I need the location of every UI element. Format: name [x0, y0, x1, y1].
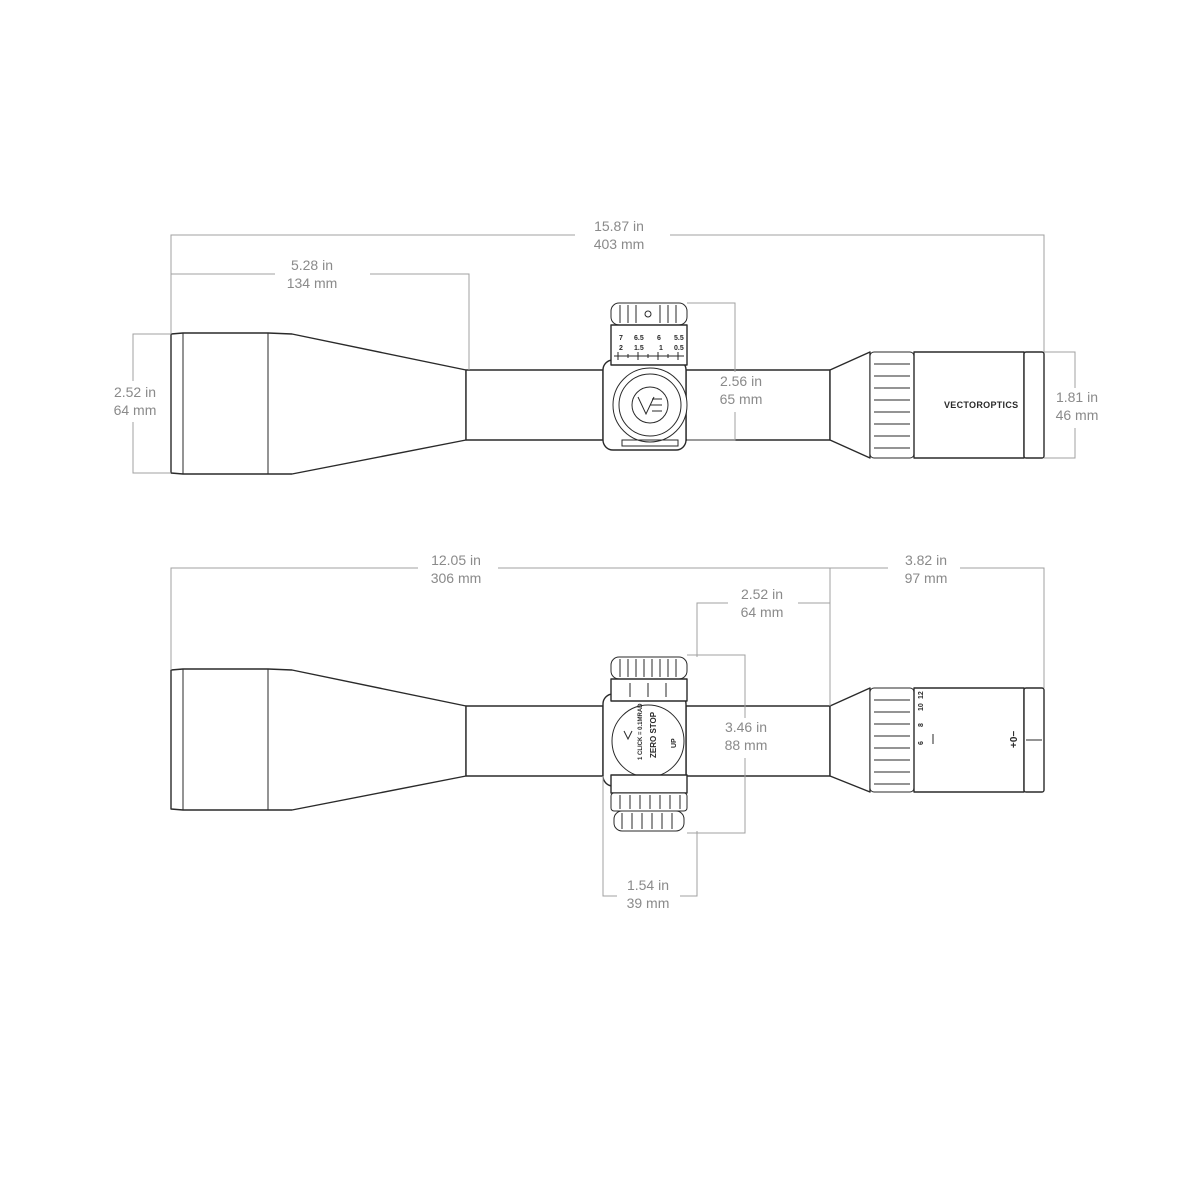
brand-logo-icon	[637, 396, 662, 416]
dim-turret-to-eyepiece-in: 2.52 in	[741, 586, 783, 602]
side-scale-top-2: 6	[657, 335, 661, 342]
dim-front-to-eyepiece-in: 12.05 in	[431, 552, 481, 568]
dial-up-label: UP	[671, 738, 678, 748]
dial-line-0: 1 CLICK = 0.1MRAD	[638, 703, 644, 760]
mag-6: 6	[918, 741, 925, 745]
dim-turret-span-mm: 88 mm	[725, 737, 768, 753]
eyepiece-body-bottom	[913, 687, 1025, 793]
side-scale-top-3: 5.5	[674, 335, 684, 342]
lower-turret-bottom	[610, 792, 688, 812]
scope-bottom-view: 1 CLICK = 0.1MRAD ZERO STOP UP 6	[170, 656, 1045, 832]
dim-objective-length-mm: 134 mm	[287, 275, 338, 291]
mag-10: 10	[918, 703, 925, 711]
side-scale-top-0: 7	[619, 335, 623, 342]
dim-eyepiece-diameter-mm: 46 mm	[1056, 407, 1099, 423]
eyepiece-body-top	[913, 351, 1025, 459]
eyepiece-end-top	[1023, 351, 1045, 459]
dim-front-to-eyepiece-mm: 306 mm	[431, 570, 482, 586]
side-scale-bottom-2: 1	[659, 345, 663, 352]
diopter-mark: +0−	[1009, 731, 1020, 748]
objective-bell-bottom	[170, 668, 467, 811]
dim-turret-span-in: 3.46 in	[725, 719, 767, 735]
main-tube-bottom	[465, 705, 604, 777]
mag-8: 8	[918, 723, 925, 727]
dim-objective-diameter-mm: 64 mm	[114, 402, 157, 418]
dim-turret-width-mm: 39 mm	[627, 895, 670, 911]
dim-eyepiece-diameter-in: 1.81 in	[1056, 389, 1098, 405]
dimension-lines	[132, 234, 1076, 897]
dim-turret-height-mm: 65 mm	[720, 391, 763, 407]
brand-label: VECTOROPTICS	[944, 400, 1018, 410]
objective-bell-top	[170, 332, 467, 475]
dial-line-1: ZERO STOP	[649, 711, 658, 758]
magnification-ring-top	[869, 351, 915, 459]
dim-turret-height-in: 2.56 in	[720, 373, 762, 389]
eyepiece-taper-top	[829, 351, 871, 459]
dim-eyepiece-length-in: 3.82 in	[905, 552, 947, 568]
dim-turret-to-eyepiece-mm: 64 mm	[741, 604, 784, 620]
side-scale-bottom-1: 1.5	[634, 345, 644, 352]
side-scale-bottom-3: 0.5	[674, 345, 684, 352]
eyepiece-taper-bottom	[829, 687, 871, 793]
dim-eyepiece-length-mm: 97 mm	[905, 570, 948, 586]
mag-12: 12	[918, 691, 925, 699]
side-scale-bottom-0: 2	[619, 345, 623, 352]
side-scale-top-1: 6.5	[634, 335, 644, 342]
main-tube-top	[465, 369, 604, 441]
dim-objective-length-in: 5.28 in	[291, 257, 333, 273]
dim-overall-in: 15.87 in	[594, 218, 644, 234]
dim-objective-diameter-in: 2.52 in	[114, 384, 156, 400]
scope-top-view: 7 6.5 6 5.5 2 1.5 1 0.5 VECTOROPTIC	[170, 302, 1045, 475]
dimension-labels: 15.87 in 403 mm 5.28 in 134 mm 2.52 in 6…	[114, 218, 1099, 911]
dim-overall-mm: 403 mm	[594, 236, 645, 252]
dim-turret-width-in: 1.54 in	[627, 877, 669, 893]
magnification-ring-bottom	[869, 687, 915, 793]
